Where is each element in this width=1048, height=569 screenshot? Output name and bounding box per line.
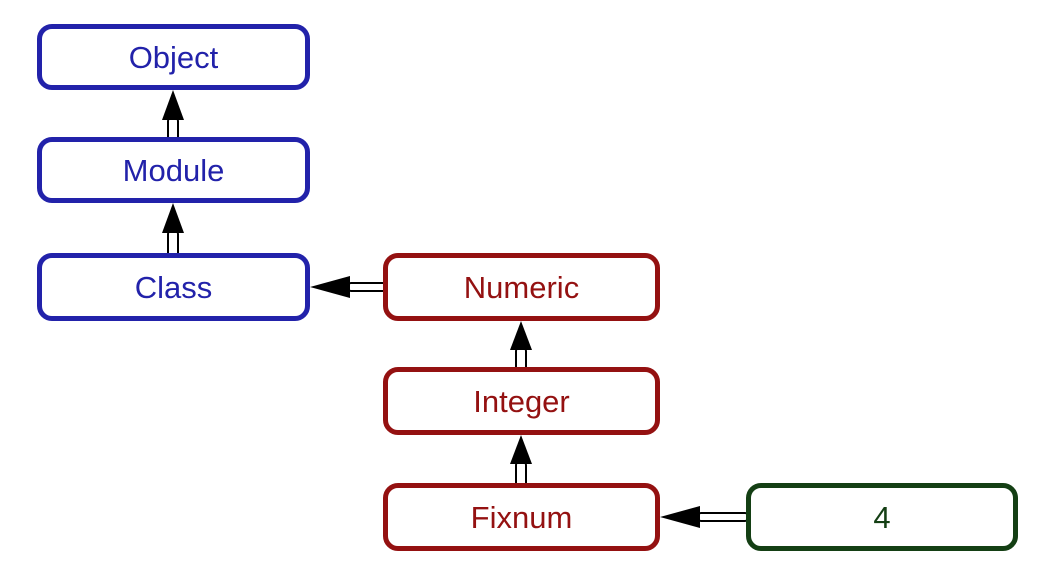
node-integer: Integer [383,367,660,435]
node-object: Object [37,24,310,90]
arrow-fixnum-to-integer [510,435,532,488]
node-numeric: Numeric [383,253,660,321]
node-integer-label: Integer [473,383,570,419]
node-module: Module [37,137,310,203]
node-numeric-label: Numeric [463,269,580,305]
node-class: Class [37,253,310,321]
node-class-label: Class [134,269,213,305]
node-four: 4 [746,483,1018,551]
arrow-numeric-to-class [310,276,388,298]
arrow-module-to-object [162,90,184,144]
node-four-label: 4 [873,499,891,535]
node-fixnum: Fixnum [383,483,660,551]
node-object-label: Object [128,39,219,75]
node-module-label: Module [122,152,225,188]
arrow-four-to-fixnum [660,506,750,528]
arrow-integer-to-numeric [510,321,532,372]
node-fixnum-label: Fixnum [470,499,573,535]
arrow-class-to-module [162,203,184,258]
